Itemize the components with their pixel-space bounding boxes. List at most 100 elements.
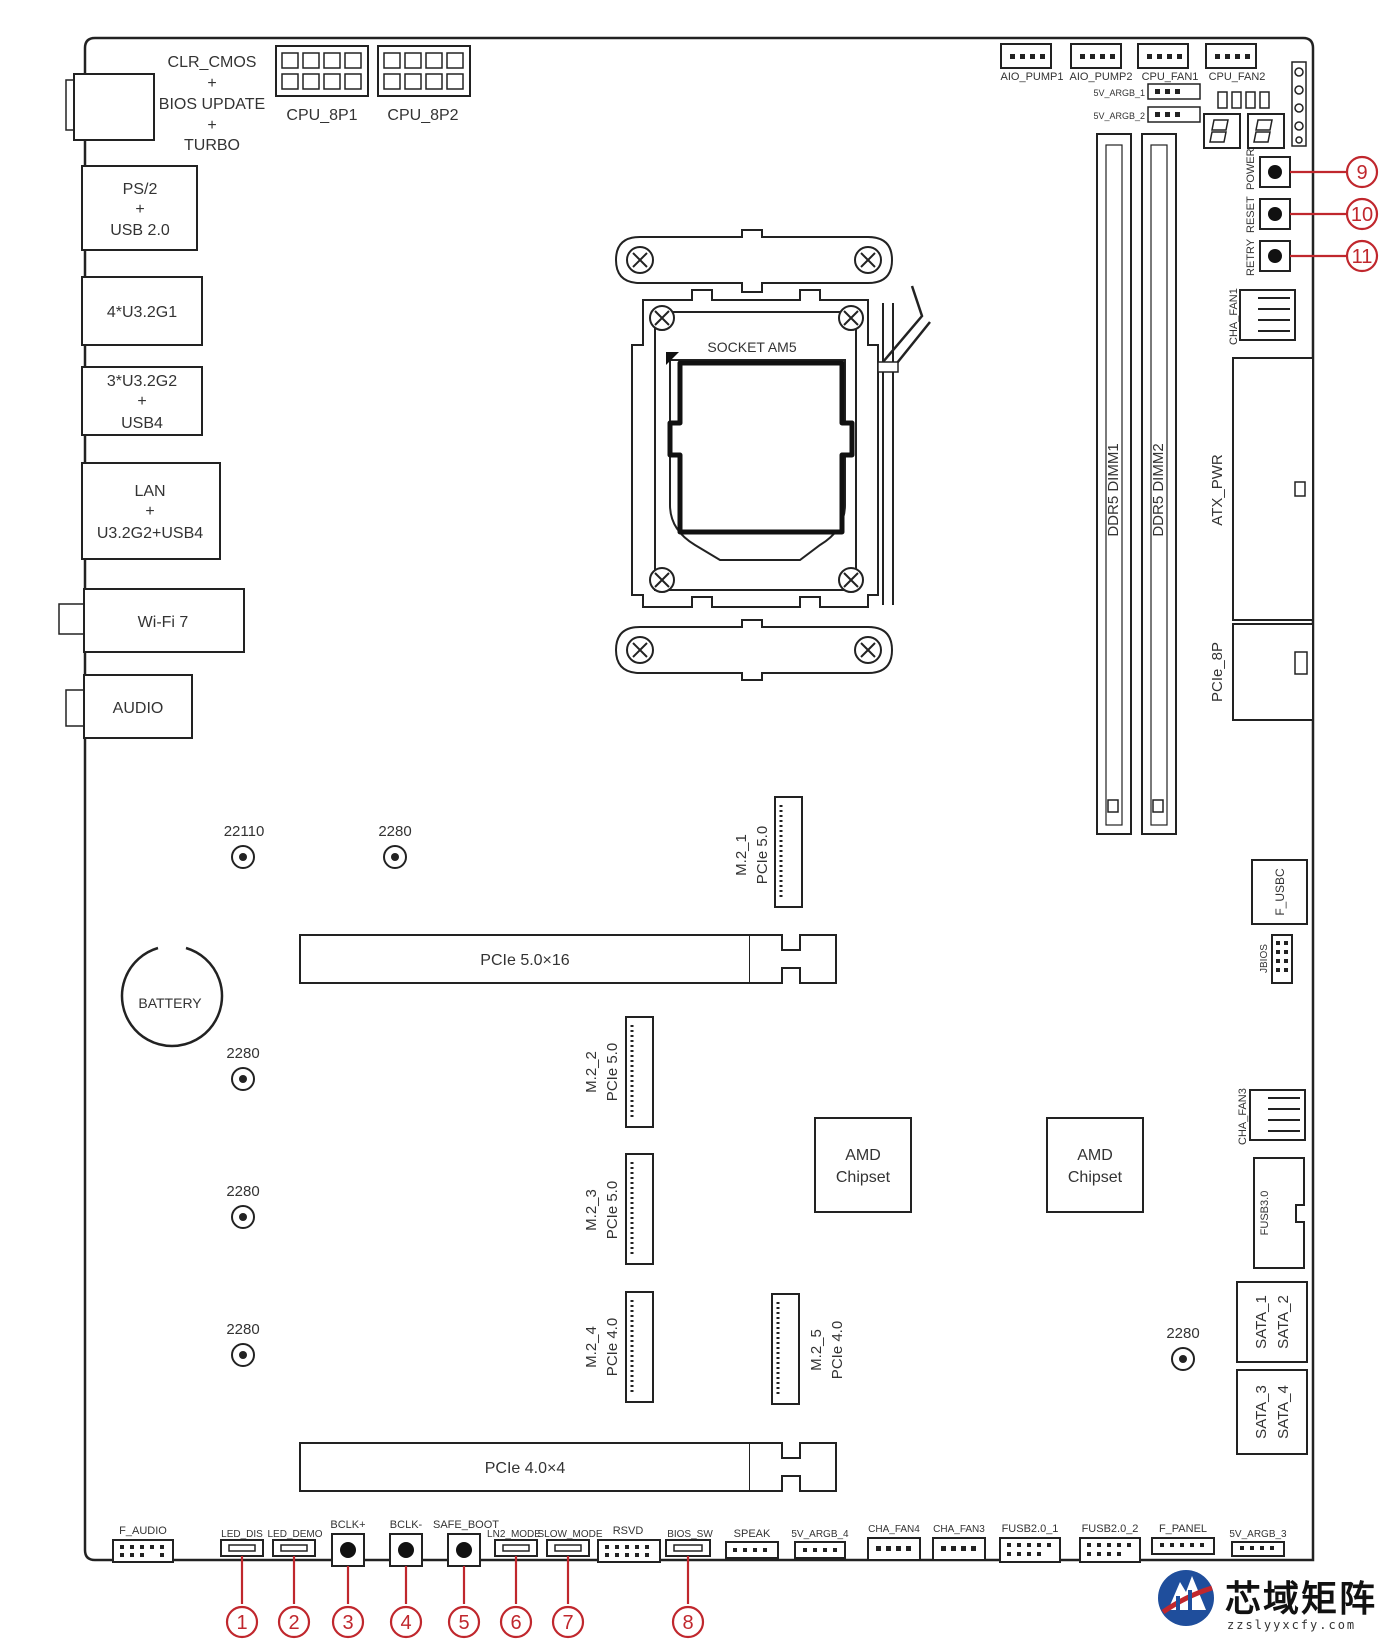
chipset1-line1: AMD — [845, 1147, 881, 1164]
callout-8: 8 — [671, 1605, 705, 1639]
cha-fan1-label: CHA_FAN1 — [1228, 288, 1240, 345]
brand-url: zzslyyxcfy.com — [1227, 1618, 1357, 1632]
pcie-8p-label: PCIe_8P — [1209, 642, 1226, 702]
f-panel-label: F_PANEL — [1159, 1523, 1207, 1535]
amd-chipset-2: AMD Chipset — [1046, 1117, 1144, 1213]
m2-2-gen-label: PCIe 5.0 — [604, 1043, 621, 1101]
standoff-2280-label: 2280 — [378, 823, 411, 840]
power-button-label: POWER — [1245, 148, 1257, 190]
cmos-battery: BATTERY — [120, 946, 224, 1048]
cha-fan3-label: CHA_FAN3 — [1237, 1088, 1249, 1145]
rear-io-audio: AUDIO — [65, 674, 193, 739]
jbios-label: JBIOS — [1259, 944, 1270, 973]
cha-fan1-header: CHA_FAN1 — [1228, 288, 1296, 345]
m2-1-label: M.2_1 — [733, 834, 750, 876]
callout-9: 9 — [1345, 155, 1379, 189]
board-outline — [83, 36, 1315, 1562]
top-fan-headers: AIO_PUMP1 AIO_PUMP2 CPU_FAN1 CPU_FAN2 — [1000, 43, 1266, 83]
atx-pwr-label: ATX_PWR — [1209, 454, 1226, 526]
callout-11: 11 — [1345, 239, 1379, 273]
cha-fan4-label: CHA_FAN4 — [868, 1524, 920, 1535]
slow-mode-label: SLOW_MODE — [537, 1529, 602, 1540]
bclk-plus-label: BCLK+ — [330, 1519, 365, 1531]
brand-logo-icon — [1158, 1570, 1214, 1626]
reset-button-label: RESET — [1245, 196, 1257, 233]
rear-io-usb32g1: 4*U3.2G1 — [81, 276, 203, 346]
cha-fan3-bottom-label: CHA_FAN3 — [933, 1524, 985, 1535]
callout-6: 6 — [499, 1605, 533, 1639]
callout-11-number: 11 — [1352, 246, 1373, 268]
cpu-8p2-label: CPU_8P2 — [387, 107, 458, 124]
bios-sw-label: BIOS_SW — [667, 1529, 713, 1540]
plus-label: + — [207, 75, 216, 92]
pcie4x4-label: PCIe 4.0×4 — [485, 1460, 566, 1477]
rear-io-clr-cmos: CLR_CMOS + BIOS UPDATE + TURBO — [65, 54, 265, 154]
argb1-label: 5V_ARGB_1 — [1093, 88, 1145, 98]
aio-pump1-label: AIO_PUMP1 — [1001, 71, 1064, 83]
cpu-8p1-label: CPU_8P1 — [286, 107, 357, 124]
cpu-socket-am5: SOCKET AM5 — [614, 229, 931, 681]
usb4-label: USB4 — [121, 415, 163, 432]
onboard-buttons: POWER RESET RETRY — [1245, 148, 1346, 276]
bios-update-label: BIOS UPDATE — [159, 96, 265, 113]
argb3-label: 5V_ARGB_3 — [1229, 1529, 1287, 1540]
callout-10: 10 — [1345, 197, 1379, 231]
m2-2-slot: M.2_2 PCIe 5.0 — [583, 1016, 654, 1128]
callout-2: 2 — [277, 1605, 311, 1639]
callout-10-number: 10 — [1351, 204, 1373, 226]
lan-label: LAN — [134, 483, 165, 500]
debug-led-display — [1203, 61, 1307, 149]
standoff-22110-label: 22110 — [224, 823, 265, 840]
callout-9-number: 9 — [1356, 162, 1367, 184]
callout-8-number: 8 — [682, 1612, 693, 1634]
sata-12-connector: SATA_1 SATA_2 — [1236, 1281, 1308, 1363]
f-usbc-header: F_USBC — [1251, 859, 1308, 925]
battery-label: BATTERY — [138, 995, 202, 1011]
pcie5x16-label: PCIe 5.0×16 — [480, 952, 570, 969]
m2-4-gen-label: PCIe 4.0 — [604, 1318, 621, 1376]
led-dis-label: LED_DIS — [221, 1529, 263, 1540]
m2-3-label: M.2_3 — [583, 1189, 600, 1231]
sata2-label: SATA_2 — [1275, 1295, 1292, 1349]
rear-io-lan: LAN + U3.2G2+USB4 — [81, 462, 221, 560]
plus-label: + — [145, 503, 154, 520]
u32g2-label: 3*U3.2G2 — [107, 373, 177, 390]
jbios-header: JBIOS — [1259, 934, 1293, 984]
callout-5-number: 5 — [458, 1612, 469, 1634]
f-usbc-label: F_USBC — [1273, 868, 1287, 916]
m2-5-label: M.2_5 — [808, 1329, 825, 1371]
pcie-5-x16-slot: PCIe 5.0×16 — [299, 934, 837, 984]
standoff-2280-label: 2280 — [1166, 1325, 1199, 1342]
brand-watermark: 芯域矩阵 zzslyyxcfy.com — [1155, 1570, 1395, 1640]
callout-5: 5 — [447, 1605, 481, 1639]
m2-4-label: M.2_4 — [583, 1326, 600, 1368]
bclk-minus-label: BCLK- — [390, 1519, 423, 1531]
callout-7-number: 7 — [562, 1612, 573, 1634]
cpu-fan1-label: CPU_FAN1 — [1142, 71, 1199, 83]
rear-io-ps2-usb: PS/2 + USB 2.0 — [81, 165, 198, 251]
chipset2-line2: Chipset — [1068, 1169, 1123, 1186]
m2-3-gen-label: PCIe 5.0 — [604, 1181, 621, 1239]
pcie-8p-connector: PCIe_8P — [1209, 623, 1314, 721]
wifi-label: Wi-Fi 7 — [138, 614, 189, 631]
callout-leaders — [240, 1556, 690, 1604]
rear-io-wifi: Wi-Fi 7 — [58, 588, 245, 653]
usb20-label: USB 2.0 — [110, 222, 170, 239]
led-demo-label: LED_DEMO — [267, 1529, 322, 1540]
callout-1: 1 — [225, 1605, 259, 1639]
m2-1-gen-label: PCIe 5.0 — [754, 826, 771, 884]
m2-5-gen-label: PCIe 4.0 — [829, 1321, 846, 1379]
cpu-fan2-label: CPU_FAN2 — [1209, 71, 1266, 83]
safe-boot-label: SAFE_BOOT — [433, 1519, 499, 1531]
fusb20-1-label: FUSB2.0_1 — [1002, 1523, 1059, 1535]
dimm-slots: DDR5 DIMM1 DDR5 DIMM2 — [1096, 133, 1177, 835]
cpu-8p1-connector: CPU_8P1 — [275, 45, 369, 124]
dimm2-label: DDR5 DIMM2 — [1150, 443, 1167, 536]
callout-7: 7 — [551, 1605, 585, 1639]
pcie-4-x4-slot: PCIe 4.0×4 — [299, 1442, 837, 1492]
plus-label: + — [135, 201, 144, 218]
rear-io-usb32g2-usb4: 3*U3.2G2 + USB4 — [81, 366, 203, 436]
socket-label: SOCKET AM5 — [707, 339, 796, 355]
standoff-2280-label: 2280 — [226, 1183, 259, 1200]
